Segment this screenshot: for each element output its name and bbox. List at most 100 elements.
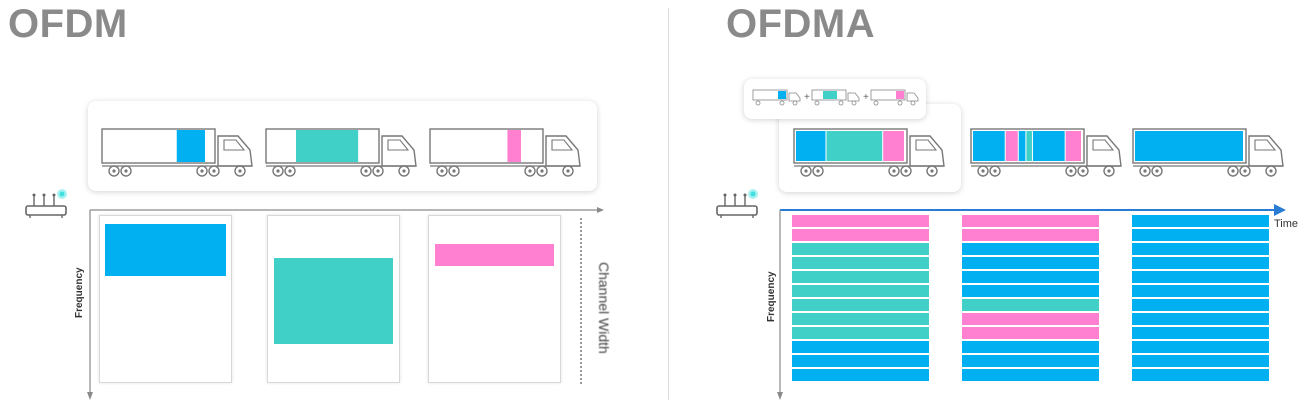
y-axis-label: Frequency xyxy=(766,271,777,322)
trailer xyxy=(429,128,544,164)
wheel-hub xyxy=(981,169,985,173)
resource-unit xyxy=(792,243,929,255)
wheel-hub xyxy=(904,169,908,173)
wheel-hub xyxy=(1155,169,1159,173)
cab-window xyxy=(1254,139,1277,151)
resource-unit xyxy=(962,355,1099,367)
cab xyxy=(1248,135,1284,167)
mini-cargo xyxy=(896,91,904,99)
panel-divider xyxy=(668,8,669,400)
resource-unit xyxy=(962,299,1099,311)
ofdma-time-slot xyxy=(1132,215,1269,383)
mini-cargo xyxy=(823,91,837,99)
wheel-hub xyxy=(892,169,896,173)
resource-unit xyxy=(962,341,1099,353)
wheel-hub xyxy=(212,169,216,173)
ofdm-time-slot xyxy=(99,215,232,383)
mini-wheel xyxy=(851,100,857,106)
wheel-hub xyxy=(1069,169,1073,173)
cargo-segment xyxy=(1005,131,1018,161)
router-body xyxy=(25,205,67,216)
cargo-segment xyxy=(1026,131,1032,161)
mini-truck-icon xyxy=(870,89,919,106)
mini-cab xyxy=(788,92,801,102)
ofdm-frequency-band xyxy=(274,257,393,344)
mini-truck-icon xyxy=(752,89,801,106)
wheel-hub xyxy=(1081,169,1085,173)
wheel-hub xyxy=(376,169,380,173)
mini-wheel xyxy=(814,100,820,106)
truck-icon xyxy=(265,128,417,177)
ofdm-frequency-band xyxy=(105,224,226,276)
cargo-segment xyxy=(883,131,904,161)
resource-unit xyxy=(792,271,929,283)
mini-trailer xyxy=(811,89,847,101)
resource-unit xyxy=(792,341,929,353)
cargo-segment xyxy=(1032,131,1065,161)
resource-unit xyxy=(1132,299,1269,311)
wheel-hub xyxy=(124,169,128,173)
wheel-hub xyxy=(440,169,444,173)
cab-window xyxy=(387,139,410,151)
router-light xyxy=(750,191,756,197)
resource-unit xyxy=(792,369,929,381)
resource-unit xyxy=(962,271,1099,283)
resource-unit xyxy=(792,313,929,325)
wheel-hub xyxy=(1107,169,1111,173)
wheel-hub xyxy=(804,169,808,173)
mini-cargo xyxy=(778,91,786,99)
resource-unit xyxy=(962,313,1099,325)
resource-unit xyxy=(792,327,929,339)
y-axis-label: Frequency xyxy=(74,267,85,318)
wheel-hub xyxy=(238,169,242,173)
wheel-hub xyxy=(993,169,997,173)
resource-unit xyxy=(962,215,1099,227)
resource-unit xyxy=(1132,271,1269,283)
cab-window xyxy=(223,139,246,151)
resource-unit xyxy=(1132,313,1269,325)
wheel-hub xyxy=(816,169,820,173)
cargo-segment xyxy=(826,131,883,161)
router-antenna-tip xyxy=(723,193,727,197)
resource-unit xyxy=(1132,369,1269,381)
cab xyxy=(545,135,581,167)
cargo-segment xyxy=(1018,131,1026,161)
router-antenna-tip xyxy=(32,193,36,197)
router-antenna-tip xyxy=(743,193,747,197)
truck-icon xyxy=(101,128,253,177)
ofdm-time-slot xyxy=(428,215,561,383)
resource-unit xyxy=(792,299,929,311)
cab xyxy=(381,135,417,167)
wheel-hub xyxy=(540,169,544,173)
resource-unit xyxy=(1132,229,1269,241)
resource-unit xyxy=(1132,285,1269,297)
mini-cab xyxy=(906,92,919,102)
router-light xyxy=(59,191,65,197)
resource-unit xyxy=(1132,215,1269,227)
resource-unit xyxy=(962,243,1099,255)
resource-unit xyxy=(1132,257,1269,269)
trailer xyxy=(265,128,380,164)
truck-icon xyxy=(1132,128,1284,177)
wheel-hub xyxy=(528,169,532,173)
cab-window xyxy=(1092,139,1115,151)
resource-unit xyxy=(792,257,929,269)
mini-wheel xyxy=(910,100,916,106)
cab xyxy=(1086,135,1122,167)
resource-unit xyxy=(962,229,1099,241)
ofdm-axes xyxy=(87,207,604,400)
ofdm-time-slot xyxy=(267,215,400,383)
cab-window xyxy=(915,139,938,151)
cab xyxy=(217,135,253,167)
cargo-block xyxy=(176,130,205,162)
wheel-hub xyxy=(288,169,292,173)
mini-wheel xyxy=(897,100,903,106)
cab xyxy=(909,135,945,167)
router-antenna-tip xyxy=(42,193,46,197)
resource-unit xyxy=(792,215,929,227)
mini-wheel xyxy=(838,100,844,106)
ofdm-frequency-band xyxy=(435,244,554,266)
wheel-hub xyxy=(1143,169,1147,173)
x-axis-label: Time xyxy=(1273,218,1298,230)
resource-unit xyxy=(792,229,929,241)
